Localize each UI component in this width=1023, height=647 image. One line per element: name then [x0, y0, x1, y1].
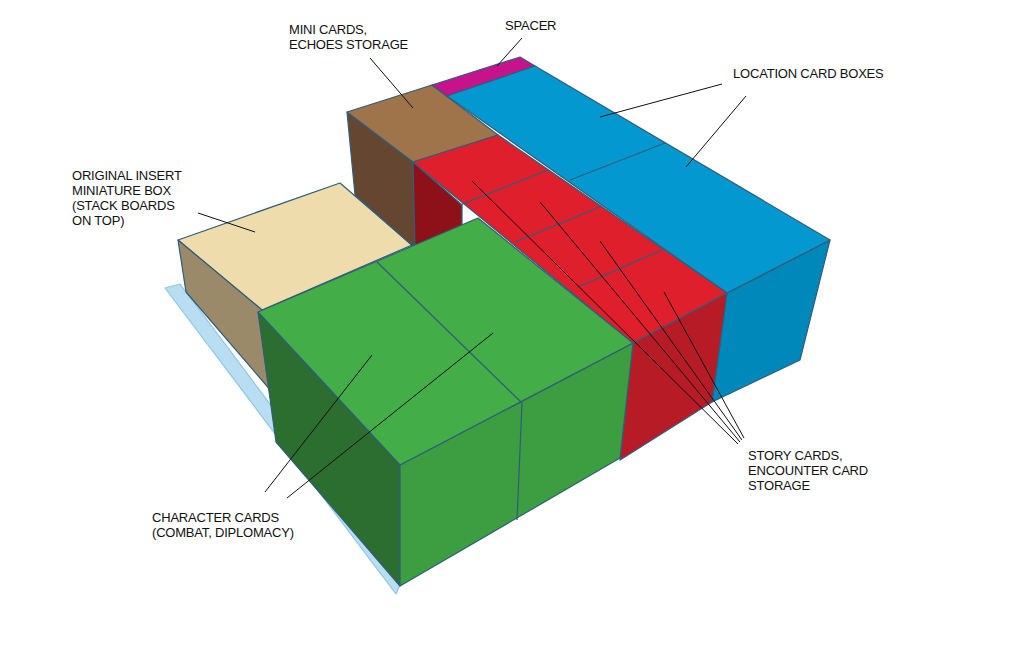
callout-label: STORY CARDS, ENCOUNTER CARD STORAGE: [748, 448, 870, 493]
leader-line: [686, 96, 746, 167]
leader-line: [540, 202, 740, 442]
leader-line: [497, 38, 522, 66]
leader-line: [472, 181, 738, 444]
leader-line: [370, 58, 413, 108]
callout-label: SPACER: [505, 18, 575, 33]
callout-label: LOCATION CARD BOXES: [733, 66, 903, 81]
leader-line: [287, 333, 493, 498]
leader-line: [198, 213, 255, 232]
callout-label: CHARACTER CARDS (COMBAT, DIPLOMACY): [152, 510, 302, 540]
box-divider: [570, 143, 665, 180]
leader-line: [600, 84, 722, 117]
box-divider: [517, 403, 522, 520]
leader-line: [265, 355, 372, 492]
miniature-box-side: [178, 240, 272, 392]
box-divider: [460, 170, 548, 205]
character-box-top: [258, 218, 633, 465]
leader-line: [664, 292, 744, 438]
leader-line: [600, 241, 742, 440]
callout-label: MINI CARDS, ECHOES STORAGE: [289, 22, 419, 52]
box-divider: [377, 262, 522, 403]
callout-label: ORIGINAL INSERT MINIATURE BOX (STACK BOA…: [72, 168, 184, 228]
